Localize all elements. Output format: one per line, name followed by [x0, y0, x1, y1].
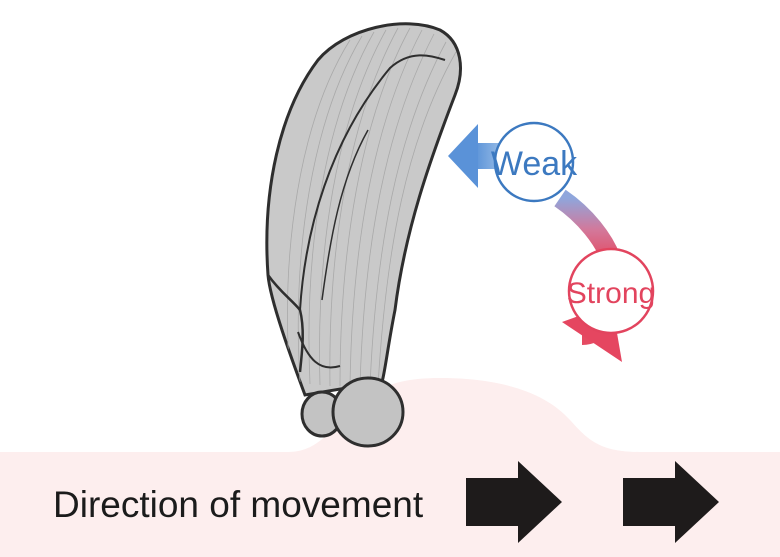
direction-label: Direction of movement: [53, 484, 424, 525]
skin-surface: [0, 378, 780, 557]
strong-text: Strong: [567, 277, 655, 310]
blade: [265, 22, 462, 448]
weak-text: Weak: [491, 145, 578, 183]
weak-label: Weak: [491, 121, 578, 203]
arrow-right-icon: [466, 461, 562, 543]
blade-roller-front: [331, 376, 405, 448]
strong-label: Strong: [567, 247, 655, 335]
arrow-right-icon: [623, 461, 719, 543]
